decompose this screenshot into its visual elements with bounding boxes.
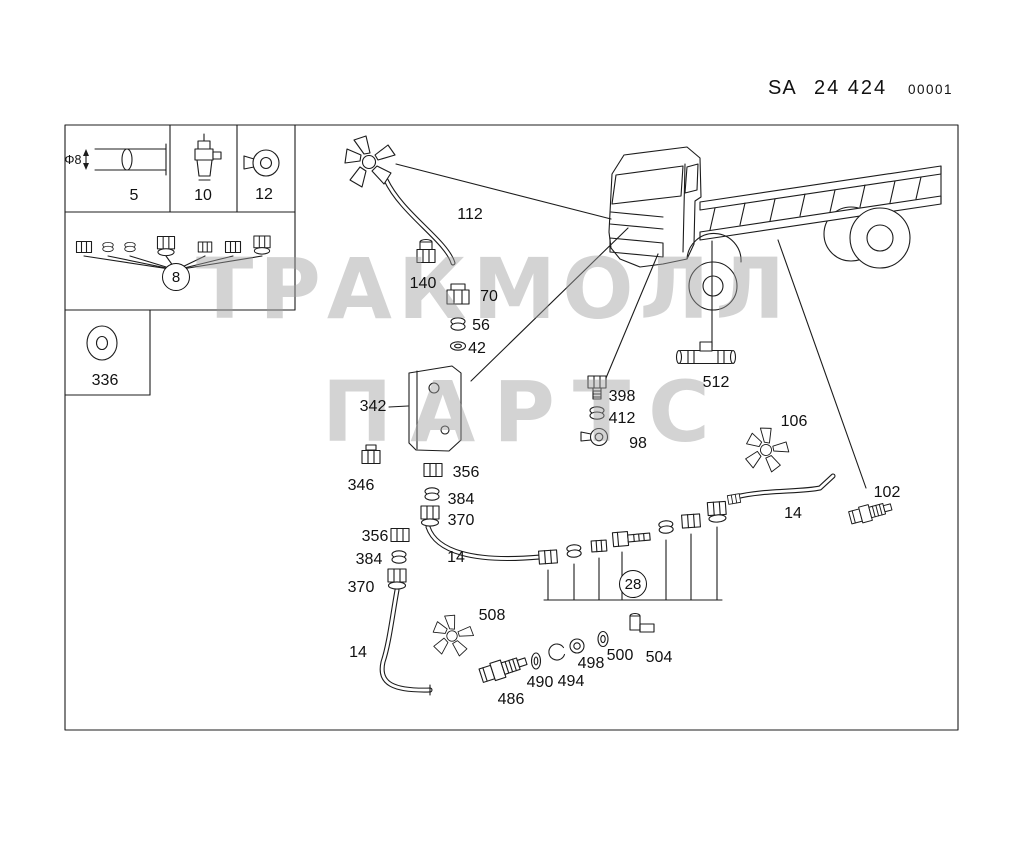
part-label-12: 12 bbox=[255, 186, 273, 203]
washer-412 bbox=[589, 406, 605, 420]
pipe14-end-fitting bbox=[726, 493, 742, 505]
part-356-a bbox=[423, 462, 443, 478]
part-label-5: 5 bbox=[129, 187, 139, 204]
part-label-356-a: 356 bbox=[452, 464, 480, 481]
bracket-342 bbox=[408, 365, 462, 452]
elbow-504 bbox=[629, 612, 655, 633]
part-label-398: 398 bbox=[608, 388, 636, 405]
fitting-group-28 bbox=[538, 500, 728, 601]
fuel-pipes bbox=[379, 177, 836, 696]
part-label-512: 512 bbox=[702, 374, 730, 391]
part-label-28-circled: 28 bbox=[619, 570, 647, 598]
part-370-b bbox=[387, 568, 407, 590]
snap-ring-494 bbox=[548, 643, 566, 661]
part-label-508: 508 bbox=[478, 607, 506, 624]
part-label-42: 42 bbox=[468, 340, 486, 357]
part-label-8-circled: 8 bbox=[162, 263, 190, 291]
part-140 bbox=[416, 238, 436, 264]
part-label-14-b: 14 bbox=[349, 644, 367, 661]
banjo-98 bbox=[580, 427, 609, 447]
part-label-384-b: 384 bbox=[355, 551, 383, 568]
hose-clamp-112-end bbox=[344, 135, 396, 188]
part-label-486: 486 bbox=[497, 691, 525, 708]
ring-498 bbox=[569, 638, 585, 654]
part-label-140: 140 bbox=[409, 275, 437, 292]
part-label-500: 500 bbox=[606, 647, 634, 664]
fittings bbox=[344, 135, 894, 685]
inset-pipe-part5 bbox=[83, 143, 167, 176]
part-346 bbox=[361, 444, 381, 465]
valve-102 bbox=[847, 498, 894, 527]
part-label-384-a: 384 bbox=[447, 491, 475, 508]
inset-banjo-part12 bbox=[243, 149, 280, 177]
part-label-14-c: 14 bbox=[784, 505, 802, 522]
part-label-10: 10 bbox=[194, 187, 212, 204]
t-fitting-512 bbox=[675, 341, 737, 365]
inset-valve-part10 bbox=[194, 133, 222, 181]
truck-illustration bbox=[608, 146, 942, 311]
part-label-56: 56 bbox=[472, 317, 490, 334]
dimension-label-phi8: Φ8 bbox=[64, 153, 82, 167]
leader-lines bbox=[388, 163, 867, 489]
part-384-a bbox=[424, 487, 440, 501]
part-label-112: 112 bbox=[457, 206, 483, 223]
part-label-98: 98 bbox=[629, 435, 647, 452]
part-label-490: 490 bbox=[526, 674, 554, 691]
part-490 bbox=[530, 652, 542, 670]
part-label-346: 346 bbox=[347, 477, 375, 494]
part-label-14-a: 14 bbox=[447, 549, 465, 566]
part-384-b bbox=[391, 550, 407, 564]
part-70 bbox=[446, 283, 470, 305]
part-label-336: 336 bbox=[91, 372, 119, 389]
part-label-342: 342 bbox=[359, 398, 387, 415]
part-label-102: 102 bbox=[873, 484, 901, 501]
part-label-504: 504 bbox=[645, 649, 673, 666]
bolt-398 bbox=[587, 375, 607, 400]
part-500 bbox=[597, 630, 609, 648]
part-356-b bbox=[390, 527, 410, 543]
valve-486 bbox=[477, 652, 530, 685]
part-label-356-b: 356 bbox=[361, 528, 389, 545]
part-label-412: 412 bbox=[608, 410, 636, 427]
header-document: 00001 bbox=[908, 82, 954, 97]
clamp-508 bbox=[428, 610, 478, 661]
header-series: SA bbox=[768, 77, 797, 99]
part-label-106: 106 bbox=[780, 413, 808, 430]
part-label-370-b: 370 bbox=[347, 579, 375, 596]
part-56 bbox=[450, 317, 466, 331]
part-370-a bbox=[420, 505, 440, 527]
part-label-370-a: 370 bbox=[447, 512, 475, 529]
part-label-498: 498 bbox=[577, 655, 605, 672]
frame-borders bbox=[64, 124, 959, 731]
inset-grommet-part336 bbox=[86, 325, 118, 361]
header-number: 24 424 bbox=[814, 77, 888, 99]
part-42 bbox=[449, 341, 467, 351]
part-label-70: 70 bbox=[480, 288, 498, 305]
part-label-494: 494 bbox=[557, 673, 585, 690]
